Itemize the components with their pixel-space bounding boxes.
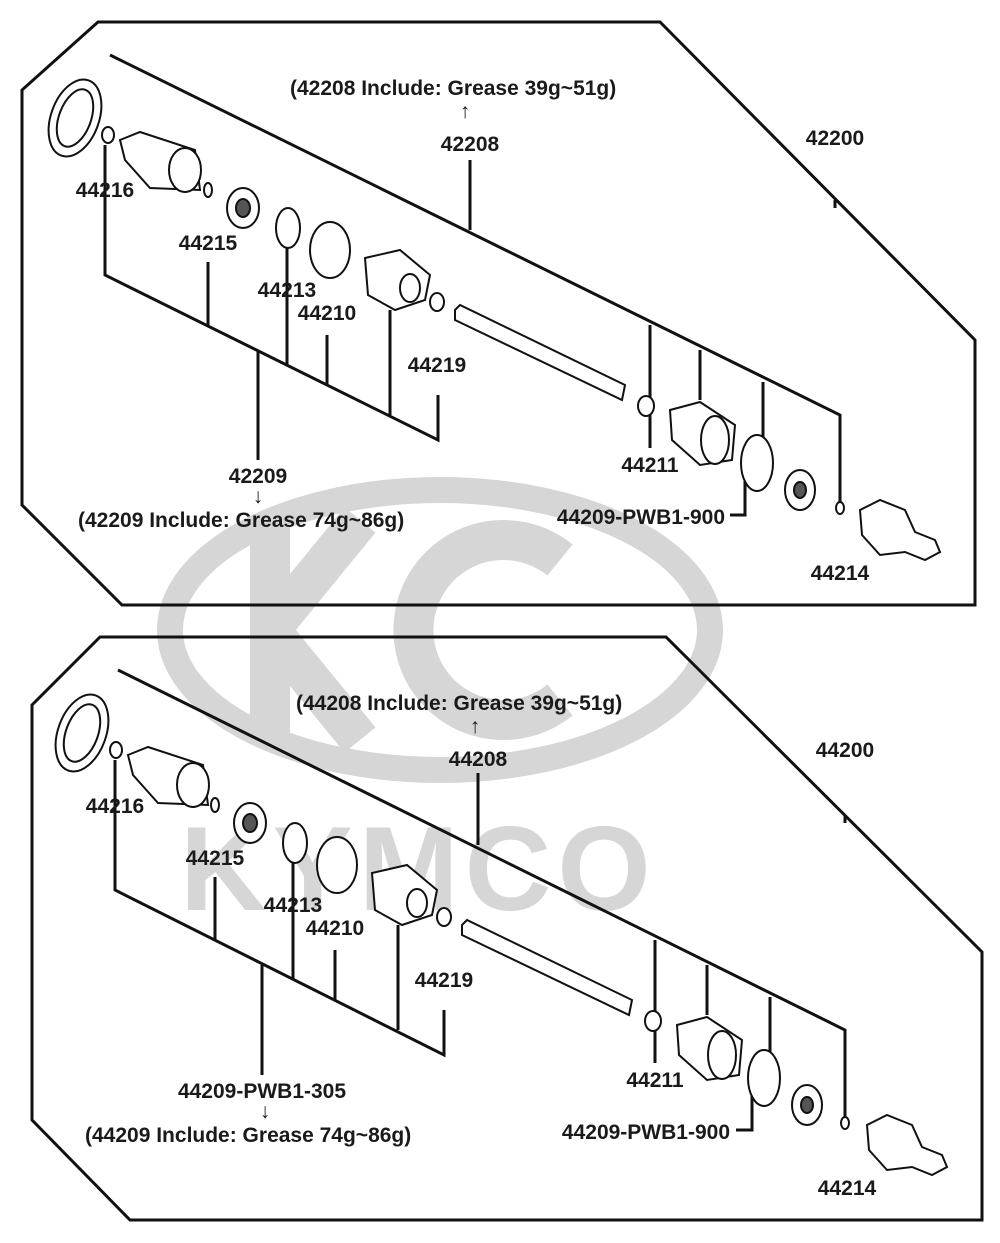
outer-clip-part <box>835 501 845 515</box>
panel-bottom-label-top: 44208 <box>449 748 508 771</box>
drive-shaft-part <box>454 303 627 402</box>
label-44211-bottom: 44211 <box>626 1069 684 1092</box>
panel-top-arrow-up: ↑ <box>460 100 471 123</box>
label-44214-bottom: 44214 <box>818 1177 877 1200</box>
panel-top: (42208 Include: Grease 39g~51g) ↑ 42208 … <box>20 20 977 607</box>
label-44215-bottom: 44215 <box>186 847 245 870</box>
panel-top-frame <box>20 20 977 607</box>
label-44214-top: 44214 <box>811 562 870 585</box>
panel-bottom-label-group: 44209-PWB1-305 <box>178 1080 346 1103</box>
panel-top-note-bottom: (42209 Include: Grease 74g~86g) <box>78 509 404 532</box>
panel-bottom-parts <box>54 693 949 1177</box>
panel-top-label-group: 42209 <box>229 465 287 488</box>
panel-bottom-assembly-label: 44200 <box>816 739 874 762</box>
stopper-ring-part <box>436 907 452 927</box>
clip-ring-part <box>109 741 123 759</box>
label-44210-top: 44210 <box>298 302 356 325</box>
watermark-k-mark <box>250 507 376 753</box>
panel-bottom-leader-lines <box>113 668 847 1132</box>
label-44209-pwb1-900-bottom: 44209-PWB1-900 <box>562 1121 730 1144</box>
label-44211-top: 44211 <box>621 454 679 477</box>
boot-band-large-part <box>316 836 358 894</box>
boot-band-large-part <box>309 221 351 279</box>
outer-boot-band-part <box>740 434 774 492</box>
label-44219-bottom: 44219 <box>415 969 473 992</box>
panel-bottom-frame <box>30 635 984 1222</box>
panel-bottom-arrow-down: ↓ <box>260 1100 271 1123</box>
panel-top-labels: (42208 Include: Grease 39g~51g) ↑ 42208 … <box>76 77 870 585</box>
label-44216-bottom: 44216 <box>86 795 144 818</box>
clip-ring-part <box>101 126 115 144</box>
panel-bottom-arrow-up: ↑ <box>470 715 481 738</box>
watermark-c-mark <box>393 520 573 740</box>
shaft-ring-part <box>637 395 655 417</box>
label-44213-top: 44213 <box>258 279 316 302</box>
panel-bottom: (44208 Include: Grease 39g~51g) ↑ 44208 … <box>30 635 984 1222</box>
label-44219-top: 44219 <box>408 354 466 377</box>
panel-bottom-labels: (44208 Include: Grease 39g~51g) ↑ 44208 … <box>85 692 877 1200</box>
panel-top-note-top: (42208 Include: Grease 39g~51g) <box>290 77 616 100</box>
panel-top-arrow-down: ↓ <box>253 485 264 508</box>
panel-bottom-note-bottom: (44209 Include: Grease 74g~86g) <box>85 1124 411 1147</box>
outer-joint-part <box>858 498 942 562</box>
panel-top-parts <box>47 78 942 562</box>
label-44216-top: 44216 <box>76 179 134 202</box>
watermark-ellipse <box>157 477 723 783</box>
panel-top-assembly-label: 42200 <box>806 127 864 150</box>
snap-ring-part <box>203 182 213 198</box>
outer-joint-part <box>865 1113 949 1177</box>
stopper-ring-part <box>429 292 445 312</box>
label-44210-bottom: 44210 <box>306 917 364 940</box>
snap-ring-part <box>210 797 220 813</box>
label-44209-pwb1-900-top: 44209-PWB1-900 <box>557 506 725 529</box>
inner-boot-part <box>363 248 432 312</box>
panel-top-label-top: 42208 <box>441 133 500 156</box>
boot-band-small-part <box>282 822 308 864</box>
drive-shaft-part <box>461 918 634 1017</box>
shaft-ring-part <box>644 1010 662 1032</box>
boot-band-small-part <box>275 207 301 249</box>
outer-boot-band-part <box>747 1049 781 1107</box>
label-44215-top: 44215 <box>179 232 238 255</box>
label-44213-bottom: 44213 <box>264 894 322 917</box>
panel-bottom-note-top: (44208 Include: Grease 39g~51g) <box>296 692 622 715</box>
outer-clip-part <box>840 1116 850 1130</box>
